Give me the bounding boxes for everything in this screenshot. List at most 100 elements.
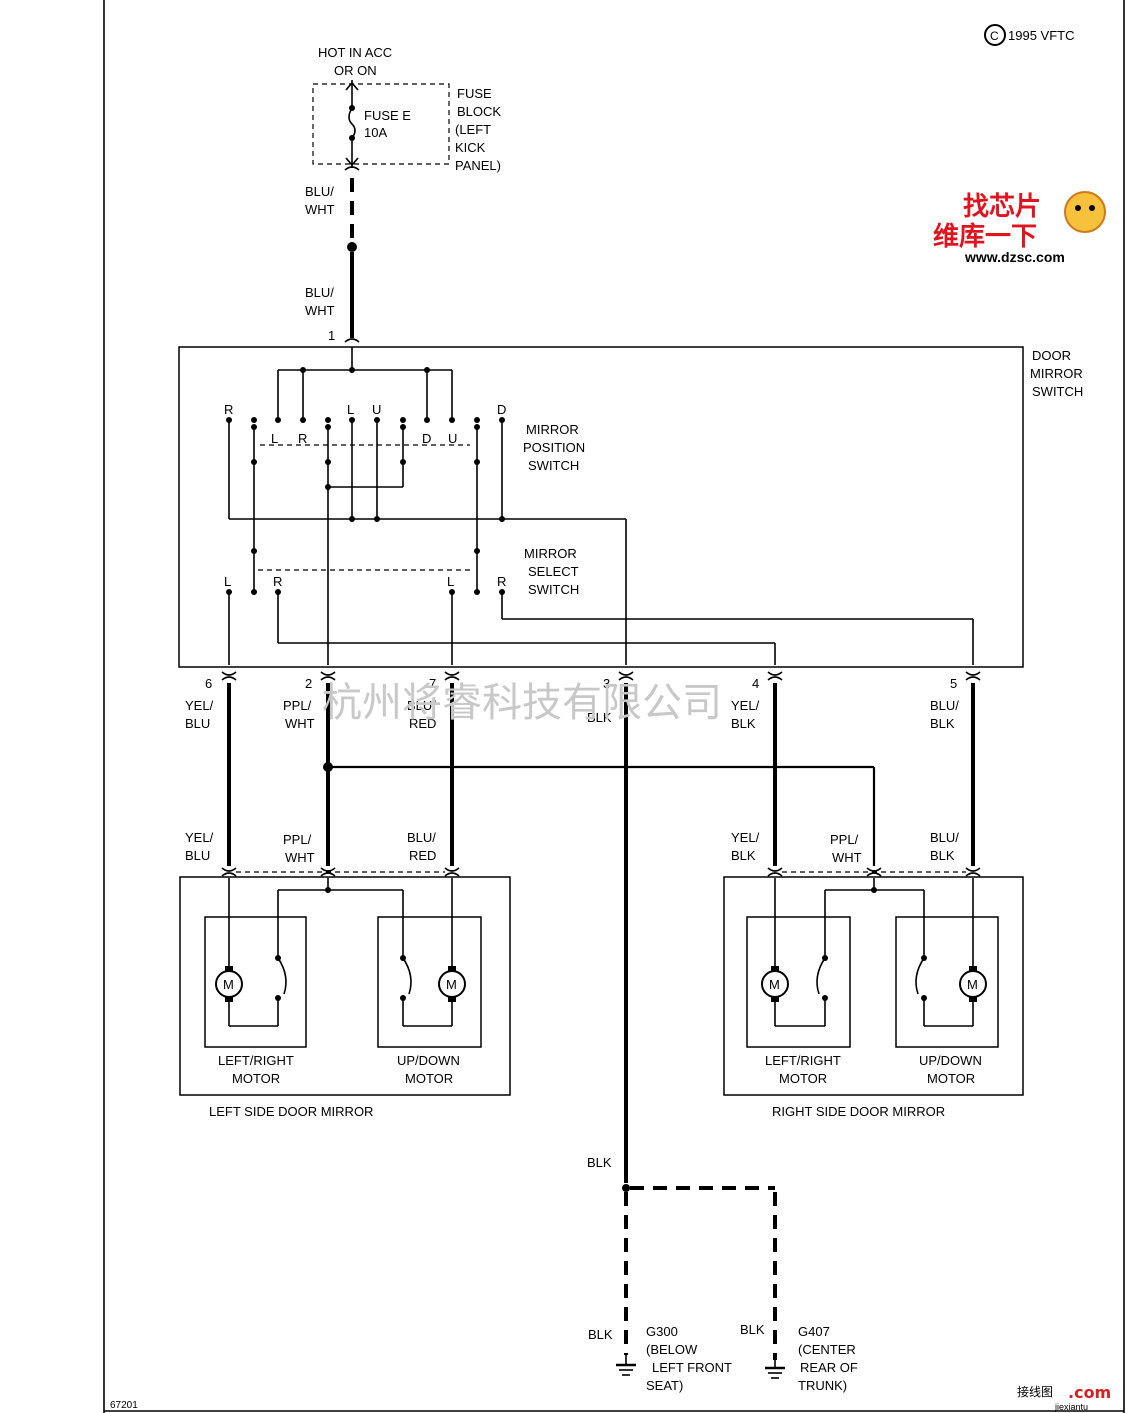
wire-blu-3: BLU/ (407, 698, 436, 713)
pin-1-connector (344, 338, 360, 343)
svg-text:R: R (224, 402, 233, 417)
svg-text:L: L (447, 574, 454, 589)
svg-text:L: L (224, 574, 231, 589)
svg-text:SWITCH: SWITCH (528, 458, 579, 473)
mirror-position-switch-label: MIRROR POSITION SWITCH (523, 422, 585, 473)
left-ud-motor-label-top: UP/DOWN (397, 1053, 460, 1068)
svg-text:REAR OF: REAR OF (800, 1360, 858, 1375)
wire-ppl-2: PPL/ (283, 832, 312, 847)
svg-text:BLOCK: BLOCK (457, 104, 501, 119)
ground-splice (622, 1184, 630, 1192)
pin-5: 5 (950, 676, 957, 691)
right-ud-motor-label-top: UP/DOWN (919, 1053, 982, 1068)
left-lr-motor-label-bottom: MOTOR (232, 1071, 280, 1086)
wire-blk-2: BLK (731, 716, 756, 731)
logo-mascot-icon (1064, 191, 1106, 233)
wire-blk-g300: BLK (588, 1327, 613, 1342)
output-wires (227, 683, 975, 1183)
pin-2: 2 (305, 676, 312, 691)
g300-label: G300 (BELOW LEFT FRONT SEAT) (646, 1324, 732, 1393)
wire-red-2: RED (409, 848, 436, 863)
logo-top-text: 找芯片 (963, 192, 1041, 222)
left-mirror-wiring (228, 878, 453, 1027)
svg-text:SWITCH: SWITCH (1032, 384, 1083, 399)
wire-blk-4: BLK (731, 848, 756, 863)
pin-1: 1 (328, 328, 335, 343)
svg-text:M: M (769, 977, 780, 992)
wire-ppl-1: PPL/ (283, 698, 312, 713)
wire-blu-7: BLU/ (930, 830, 959, 845)
fuse-block-label: FUSE BLOCK (LEFT KICK PANEL) (455, 86, 501, 173)
svg-text:FUSE: FUSE (457, 86, 492, 101)
left-ud-motor-box (377, 916, 482, 1048)
switch-contact-labels: R L R L U D U D L R L R (224, 402, 506, 589)
wire-ppl-3: PPL/ (830, 832, 859, 847)
door-mirror-switch-label: DOOR MIRROR SWITCH (1030, 348, 1083, 399)
svg-text:DOOR: DOOR (1032, 348, 1071, 363)
left-lr-motor-box (204, 916, 307, 1048)
power-label-or-on: OR ON (334, 63, 377, 78)
switch-internal-wiring (226, 347, 974, 665)
left-mirror-box (179, 876, 511, 1096)
ground-g407-icon (765, 1360, 785, 1379)
right-mirror-box (723, 876, 1024, 1096)
watermark-text: 杭州将睿科技有限公司 (322, 680, 722, 726)
left-lr-motor-label-top: LEFT/RIGHT (218, 1053, 294, 1068)
svg-text:U: U (448, 431, 457, 446)
pin-3: 3 (603, 676, 610, 691)
wire-wht-4: WHT (285, 850, 315, 865)
wire-blk-3: BLK (930, 716, 955, 731)
logo2-com: .com (1068, 1383, 1111, 1402)
wire-wht-5: WHT (832, 850, 862, 865)
right-mirror-label: RIGHT SIDE DOOR MIRROR (772, 1104, 945, 1119)
left-mirror-label: LEFT SIDE DOOR MIRROR (209, 1104, 373, 1119)
svg-text:G407: G407 (798, 1324, 830, 1339)
dzsc-logo: 找芯片 维库一下 www.dzsc.com (933, 191, 1106, 265)
svg-text:SELECT: SELECT (528, 564, 579, 579)
svg-text:R: R (273, 574, 282, 589)
wire-yel-2: YEL/ (731, 698, 760, 713)
pin-4: 4 (752, 676, 759, 691)
svg-text:LEFT FRONT: LEFT FRONT (652, 1360, 732, 1375)
right-mirror-wiring (774, 878, 974, 1027)
svg-text:KICK: KICK (455, 140, 486, 155)
svg-text:M: M (967, 977, 978, 992)
fuse-name: FUSE E (364, 108, 411, 123)
wire-blk-ground: BLK (587, 1155, 612, 1170)
wire-color-blu-2: BLU/ (305, 285, 334, 300)
svg-text:SWITCH: SWITCH (528, 582, 579, 597)
svg-text:MIRROR: MIRROR (526, 422, 579, 437)
wire-blk-5: BLK (930, 848, 955, 863)
jiexiantu-logo: 接线图 .com jiexiantu (1017, 1383, 1111, 1412)
svg-text:L: L (347, 402, 354, 417)
wire-blu-4: BLU/ (930, 698, 959, 713)
logo-bottom-text: 维库一下 (933, 221, 1037, 252)
power-label-hot: HOT IN ACC (318, 45, 392, 60)
fuse-block-box (312, 83, 450, 165)
right-lr-motor-label-bottom: MOTOR (779, 1071, 827, 1086)
wire-blk-1: BLK (587, 710, 612, 725)
svg-text:(LEFT: (LEFT (455, 122, 491, 137)
wire-color-wht-2: WHT (305, 303, 335, 318)
copyright-symbol: C (990, 29, 999, 43)
right-ud-motor-symbol: M (959, 966, 987, 1002)
svg-text:(CENTER: (CENTER (798, 1342, 856, 1357)
svg-text:L: L (271, 431, 278, 446)
svg-text:TRUNK): TRUNK) (798, 1378, 847, 1393)
svg-text:M: M (446, 977, 457, 992)
svg-text:D: D (497, 402, 506, 417)
right-lr-motor-symbol: M (761, 966, 789, 1002)
svg-text:MIRROR: MIRROR (524, 546, 577, 561)
svg-text:D: D (422, 431, 431, 446)
mirror-select-switch-label: MIRROR SELECT SWITCH (524, 546, 579, 597)
wire-wht-3: WHT (285, 716, 315, 731)
wire-red-1: RED (409, 716, 436, 731)
svg-text:G300: G300 (646, 1324, 678, 1339)
svg-text:SEAT): SEAT) (646, 1378, 683, 1393)
switch-output-connectors (221, 671, 981, 681)
left-ud-motor-symbol: M (438, 966, 466, 1002)
svg-text:U: U (372, 402, 381, 417)
fuse-symbol (345, 80, 359, 168)
mirror-connectors (221, 867, 981, 877)
